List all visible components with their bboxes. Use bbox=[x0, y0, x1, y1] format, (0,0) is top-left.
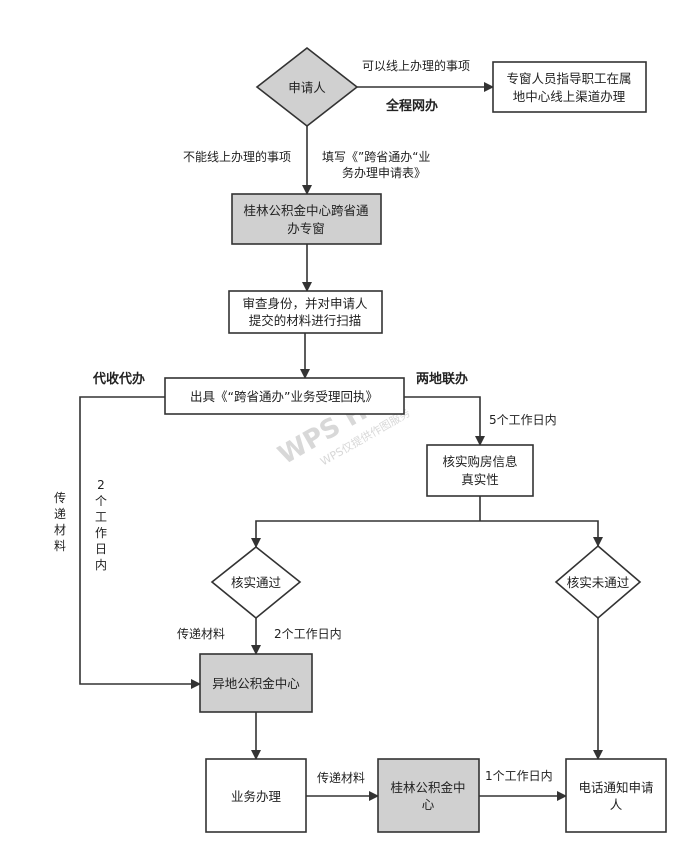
phone-notify-line2: 人 bbox=[610, 797, 623, 812]
verify-housing-line2: 真实性 bbox=[461, 472, 499, 487]
label-fill-form-line2: 务办理申请表》 bbox=[342, 165, 426, 180]
arrow-branch-to-fail bbox=[480, 520, 603, 547]
label-transfer-v-0: 传 bbox=[54, 490, 66, 505]
business-handling-box bbox=[205, 758, 307, 833]
staff-guide-line1: 专窗人员指导职工在属 bbox=[506, 71, 631, 86]
review-identity-box bbox=[228, 290, 383, 334]
label-full-online: 全程网办 bbox=[385, 98, 438, 114]
label-fill-form-line1: 填写《”跨省通办“业 bbox=[322, 149, 430, 164]
phone-notify-box bbox=[565, 758, 667, 833]
label-five-days: 5个工作日内 bbox=[489, 413, 557, 427]
guilin-center-line2: 心 bbox=[422, 797, 435, 812]
label-transfer-materials-1: 传递材料 bbox=[177, 626, 225, 641]
issue-receipt-text: 出具《“跨省通办”业务受理回执》 bbox=[190, 389, 378, 404]
node-texts: 申请人 专窗人员指导职工在属 地中心线上渠道办理 桂林公积金中心跨省通 办专窗 … bbox=[190, 71, 653, 812]
remote-center-box bbox=[199, 653, 313, 713]
verify-pass-text: 核实通过 bbox=[231, 575, 282, 590]
label-two-days-v-4: 日 bbox=[95, 542, 107, 556]
label-two-days-v-5: 内 bbox=[95, 558, 107, 572]
review-identity-line1: 审查身份，并对申请人 bbox=[242, 296, 368, 311]
verify-fail-diamond bbox=[554, 544, 642, 620]
guilin-window-box bbox=[231, 193, 382, 245]
label-transfer-v-2: 材 bbox=[54, 523, 66, 537]
guilin-center-box bbox=[377, 758, 480, 833]
review-identity-line2: 提交的材料进行扫描 bbox=[249, 313, 362, 328]
verify-housing-line1: 核实购房信息 bbox=[442, 454, 517, 469]
shapes bbox=[164, 46, 667, 833]
label-one-day: 1个工作日内 bbox=[485, 769, 553, 783]
label-transfer-v-1: 递 bbox=[54, 507, 66, 521]
label-two-days: 2个工作日内 bbox=[274, 627, 342, 641]
label-transfer-materials-2: 传递材料 bbox=[317, 770, 365, 785]
label-two-days-v-0: 2 bbox=[97, 478, 105, 492]
label-two-days-v-3: 作 bbox=[95, 526, 107, 540]
verify-fail-text: 核实未通过 bbox=[567, 575, 630, 590]
arrow-branch-to-pass bbox=[251, 520, 480, 548]
verify-housing-box bbox=[426, 444, 534, 497]
verify-pass-diamond bbox=[210, 545, 302, 620]
edge-labels: 可以线上办理的事项 全程网办 不能线上办理的事项 填写《”跨省通办“业 务办理申… bbox=[54, 58, 557, 785]
applicant-text: 申请人 bbox=[288, 80, 326, 95]
issue-receipt-box bbox=[164, 377, 405, 415]
staff-guide-box bbox=[492, 61, 647, 113]
arrow-receipt-to-remote bbox=[79, 396, 201, 689]
guilin-center-line1: 桂林公积金中 bbox=[390, 780, 465, 795]
label-offline-items: 不能线上办理的事项 bbox=[183, 149, 291, 164]
label-online-items: 可以线上办理的事项 bbox=[362, 58, 470, 73]
label-agent-collect: 代收代办 bbox=[92, 371, 145, 387]
guilin-window-line1: 桂林公积金中心跨省通 bbox=[243, 203, 369, 218]
staff-guide-line2: 地中心线上渠道办理 bbox=[513, 89, 626, 104]
arrow-receipt-to-verify bbox=[404, 396, 485, 446]
connectors bbox=[79, 82, 603, 801]
label-two-days-v-1: 个 bbox=[95, 494, 107, 508]
label-two-days-v-2: 工 bbox=[95, 510, 107, 524]
label-two-place: 两地联办 bbox=[416, 371, 468, 387]
remote-center-text: 异地公积金中心 bbox=[212, 676, 300, 691]
applicant-diamond bbox=[255, 46, 359, 128]
phone-notify-line1: 电话通知申请 bbox=[578, 780, 653, 795]
guilin-window-line2: 办专窗 bbox=[287, 221, 325, 236]
label-transfer-v-3: 料 bbox=[54, 539, 66, 553]
business-handling-text: 业务办理 bbox=[231, 789, 282, 804]
